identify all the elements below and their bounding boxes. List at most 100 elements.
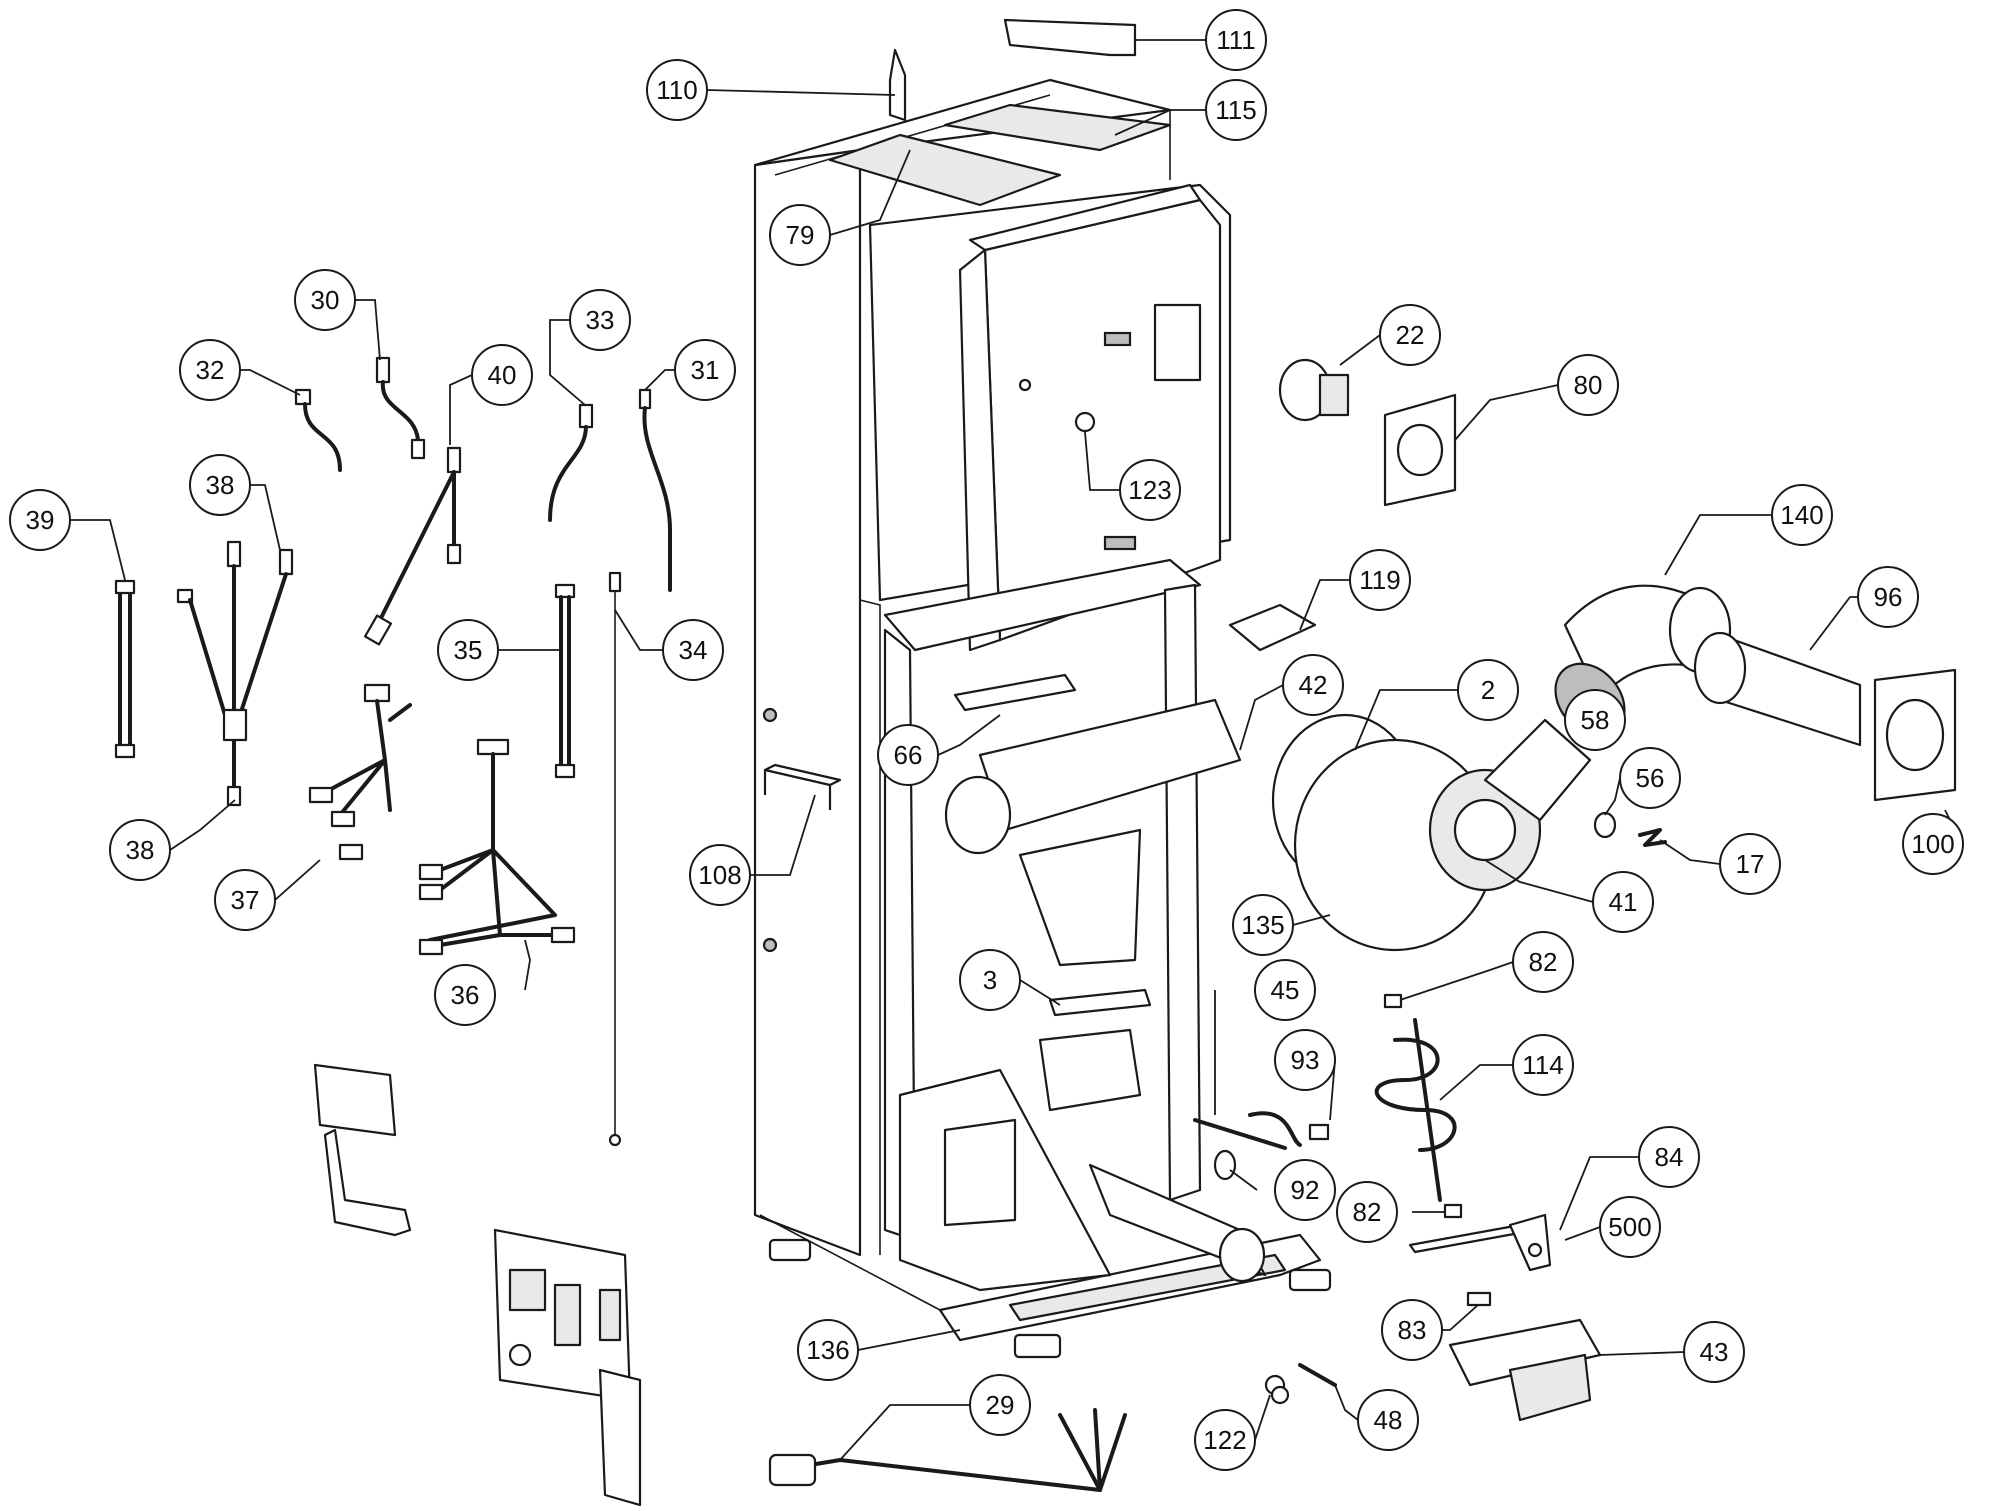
svg-text:17: 17 (1736, 849, 1765, 879)
probe-34-head (608, 571, 622, 593)
callout-labels: 111 110 115 79 30 33 32 40 31 22 80 38 3… (9, 9, 1964, 1471)
svg-text:110: 110 (656, 75, 697, 105)
board-relay (553, 1283, 582, 1347)
svg-text:33: 33 (586, 305, 615, 335)
svg-text:3: 3 (983, 965, 997, 995)
fan-outlet (1483, 718, 1592, 822)
side-handle (763, 763, 842, 810)
clip-93-hook (1248, 1111, 1302, 1147)
cable-40 (378, 470, 456, 622)
callout-114: 114 (1512, 1034, 1574, 1096)
spring-48 (1298, 1363, 1337, 1387)
foot-front-right (1288, 1268, 1332, 1292)
svg-text:100: 100 (1911, 829, 1954, 859)
svg-text:2: 2 (1481, 675, 1495, 705)
svg-text:83: 83 (1398, 1315, 1427, 1345)
control-panel-display (313, 1063, 397, 1137)
callout-82-top: 82 (1512, 931, 1574, 993)
svg-text:31: 31 (691, 355, 720, 385)
exchanger-fan-end (944, 775, 1012, 855)
connector-35-top (554, 583, 576, 599)
blade-84 (1408, 1223, 1527, 1254)
svg-text:140: 140 (1780, 500, 1823, 530)
clip-17 (1638, 828, 1667, 847)
callout-17: 17 (1719, 833, 1781, 895)
cable-36 (428, 752, 562, 947)
svg-text:115: 115 (1215, 95, 1256, 125)
hood-opening-square (1153, 303, 1202, 382)
gearmotor-43-body (1508, 1353, 1592, 1422)
svg-text:32: 32 (196, 355, 225, 385)
board-fuse-strip (598, 1368, 642, 1507)
cable-31 (642, 406, 672, 592)
plate-3 (1048, 988, 1152, 1017)
top-deflector-plate (828, 133, 1062, 207)
cable-38 (188, 564, 288, 792)
power-cord-leads (1058, 1408, 1127, 1492)
auger-114 (1374, 1037, 1457, 1152)
callout-100: 100 (1902, 813, 1964, 875)
svg-text:35: 35 (454, 635, 483, 665)
svg-text:38: 38 (206, 470, 235, 500)
callout-108: 108 (689, 844, 751, 906)
cabinet-left-panel (753, 148, 862, 1257)
connector-38 (226, 540, 242, 568)
bushing-82-top (1383, 993, 1403, 1009)
firebox-right-wall (1163, 583, 1202, 1202)
fan-motor-hub (1453, 798, 1517, 862)
svg-text:79: 79 (786, 220, 815, 250)
svg-text:34: 34 (679, 635, 708, 665)
connector-40-end (363, 614, 393, 646)
callout-22: 22 (1379, 304, 1441, 366)
cable-33 (548, 425, 588, 522)
callout-30: 30 (294, 269, 356, 331)
svg-text:45: 45 (1271, 975, 1300, 1005)
callout-66: 66 (877, 724, 939, 786)
callout-82-bottom: 82 (1336, 1181, 1398, 1243)
connector-40 (446, 446, 462, 474)
power-cord-29 (778, 1458, 1102, 1492)
bracket-500 (1508, 1213, 1552, 1272)
svg-text:40: 40 (488, 360, 517, 390)
callout-96: 96 (1857, 566, 1919, 628)
key-83 (1466, 1291, 1492, 1307)
svg-text:22: 22 (1396, 320, 1425, 350)
washer-56 (1593, 811, 1617, 839)
upper-hood-lip (968, 183, 1202, 252)
svg-text:66: 66 (894, 740, 923, 770)
svg-text:108: 108 (698, 860, 741, 890)
connector-36 (476, 738, 510, 756)
svg-text:43: 43 (1700, 1337, 1729, 1367)
callout-40: 40 (471, 344, 533, 406)
plate-80-hole (1396, 423, 1444, 477)
connector-30-end (410, 438, 426, 460)
foot-front-left (1013, 1333, 1062, 1359)
svg-text:96: 96 (1874, 582, 1903, 612)
firebox-shelf (883, 558, 1202, 652)
callout-41: 41 (1592, 871, 1654, 933)
clip-110 (888, 48, 907, 122)
callout-38-bottom: 38 (109, 819, 171, 881)
callout-122: 122 (1194, 1409, 1256, 1471)
connector-37-end (338, 843, 364, 861)
pipe-96-end (1693, 631, 1747, 705)
callout-35: 35 (437, 619, 499, 681)
hood-screw (1018, 378, 1032, 392)
connector-38 (278, 548, 294, 576)
board-terminal (598, 1288, 622, 1342)
junction-38 (222, 708, 248, 742)
svg-text:93: 93 (1291, 1045, 1320, 1075)
connector-39-bottom (114, 743, 136, 759)
connector-40-end (446, 543, 462, 565)
svg-text:38: 38 (126, 835, 155, 865)
svg-text:500: 500 (1608, 1212, 1651, 1242)
connector-30 (375, 356, 391, 384)
board-capacitor (508, 1343, 532, 1367)
hood-slot-lower (1103, 535, 1137, 551)
connector-37-end (330, 810, 356, 828)
callout-38-top: 38 (189, 454, 251, 516)
svg-text:30: 30 (311, 285, 340, 315)
control-electronics (313, 1063, 642, 1507)
connector-37-end (308, 786, 334, 804)
